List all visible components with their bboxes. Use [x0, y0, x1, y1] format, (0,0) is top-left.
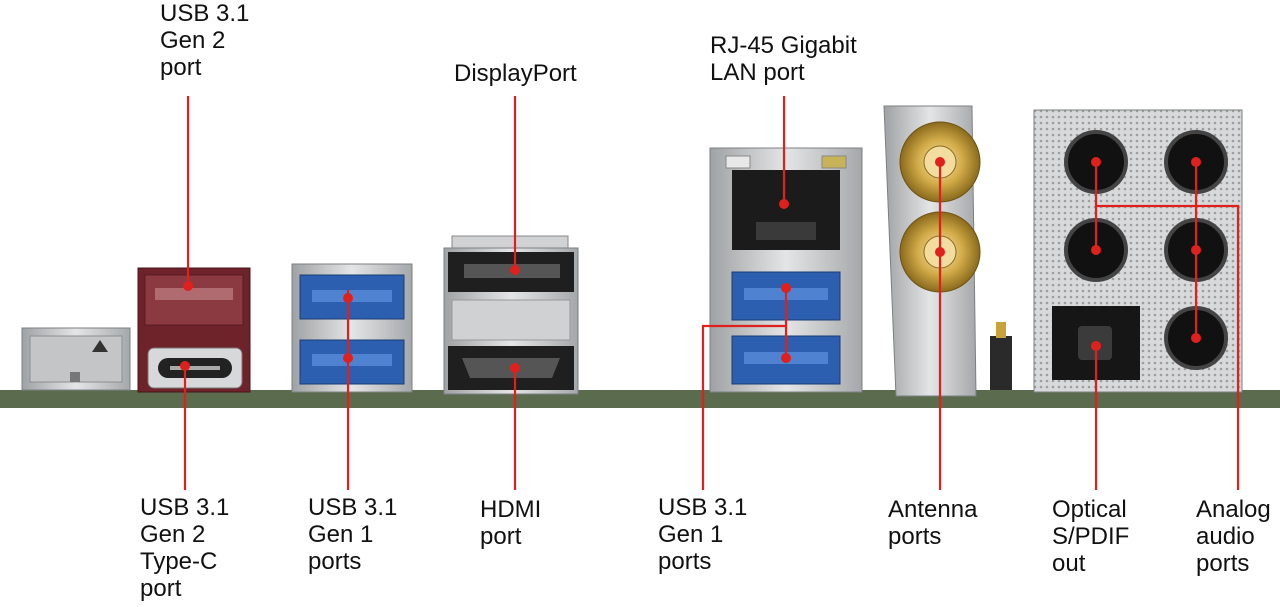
audio-block: [1033, 109, 1243, 393]
callout-analog-leg: [1096, 204, 1240, 490]
label-antenna: Antenna ports: [888, 496, 978, 550]
label-hdmi: HDMI port: [480, 496, 542, 550]
label-usb31-gen2: USB 3.1 Gen 2 port: [160, 0, 250, 81]
usb31-gen1-left-stack: [291, 263, 413, 393]
callout-usb31-gen1-right-leg: [701, 324, 786, 490]
label-usb31-gen1-left: USB 3.1 Gen 1 ports: [308, 494, 398, 575]
label-usb31-gen1-right: USB 3.1 Gen 1 ports: [658, 494, 748, 575]
callout-dots: [180, 157, 1201, 373]
label-optical: Optical S/PDIF out: [1052, 496, 1130, 577]
antenna-block: [883, 105, 1012, 397]
label-rj45: RJ-45 Gigabit LAN port: [710, 32, 857, 86]
legacy-connector: [21, 327, 131, 391]
usb31-gen2-stack: [137, 267, 251, 393]
label-displayport: DisplayPort: [454, 60, 577, 87]
label-usb31-gen2-typec: USB 3.1 Gen 2 Type-C port: [140, 494, 230, 602]
pcb-board: [0, 390, 1280, 408]
label-analog: Analog audio ports: [1196, 496, 1271, 577]
